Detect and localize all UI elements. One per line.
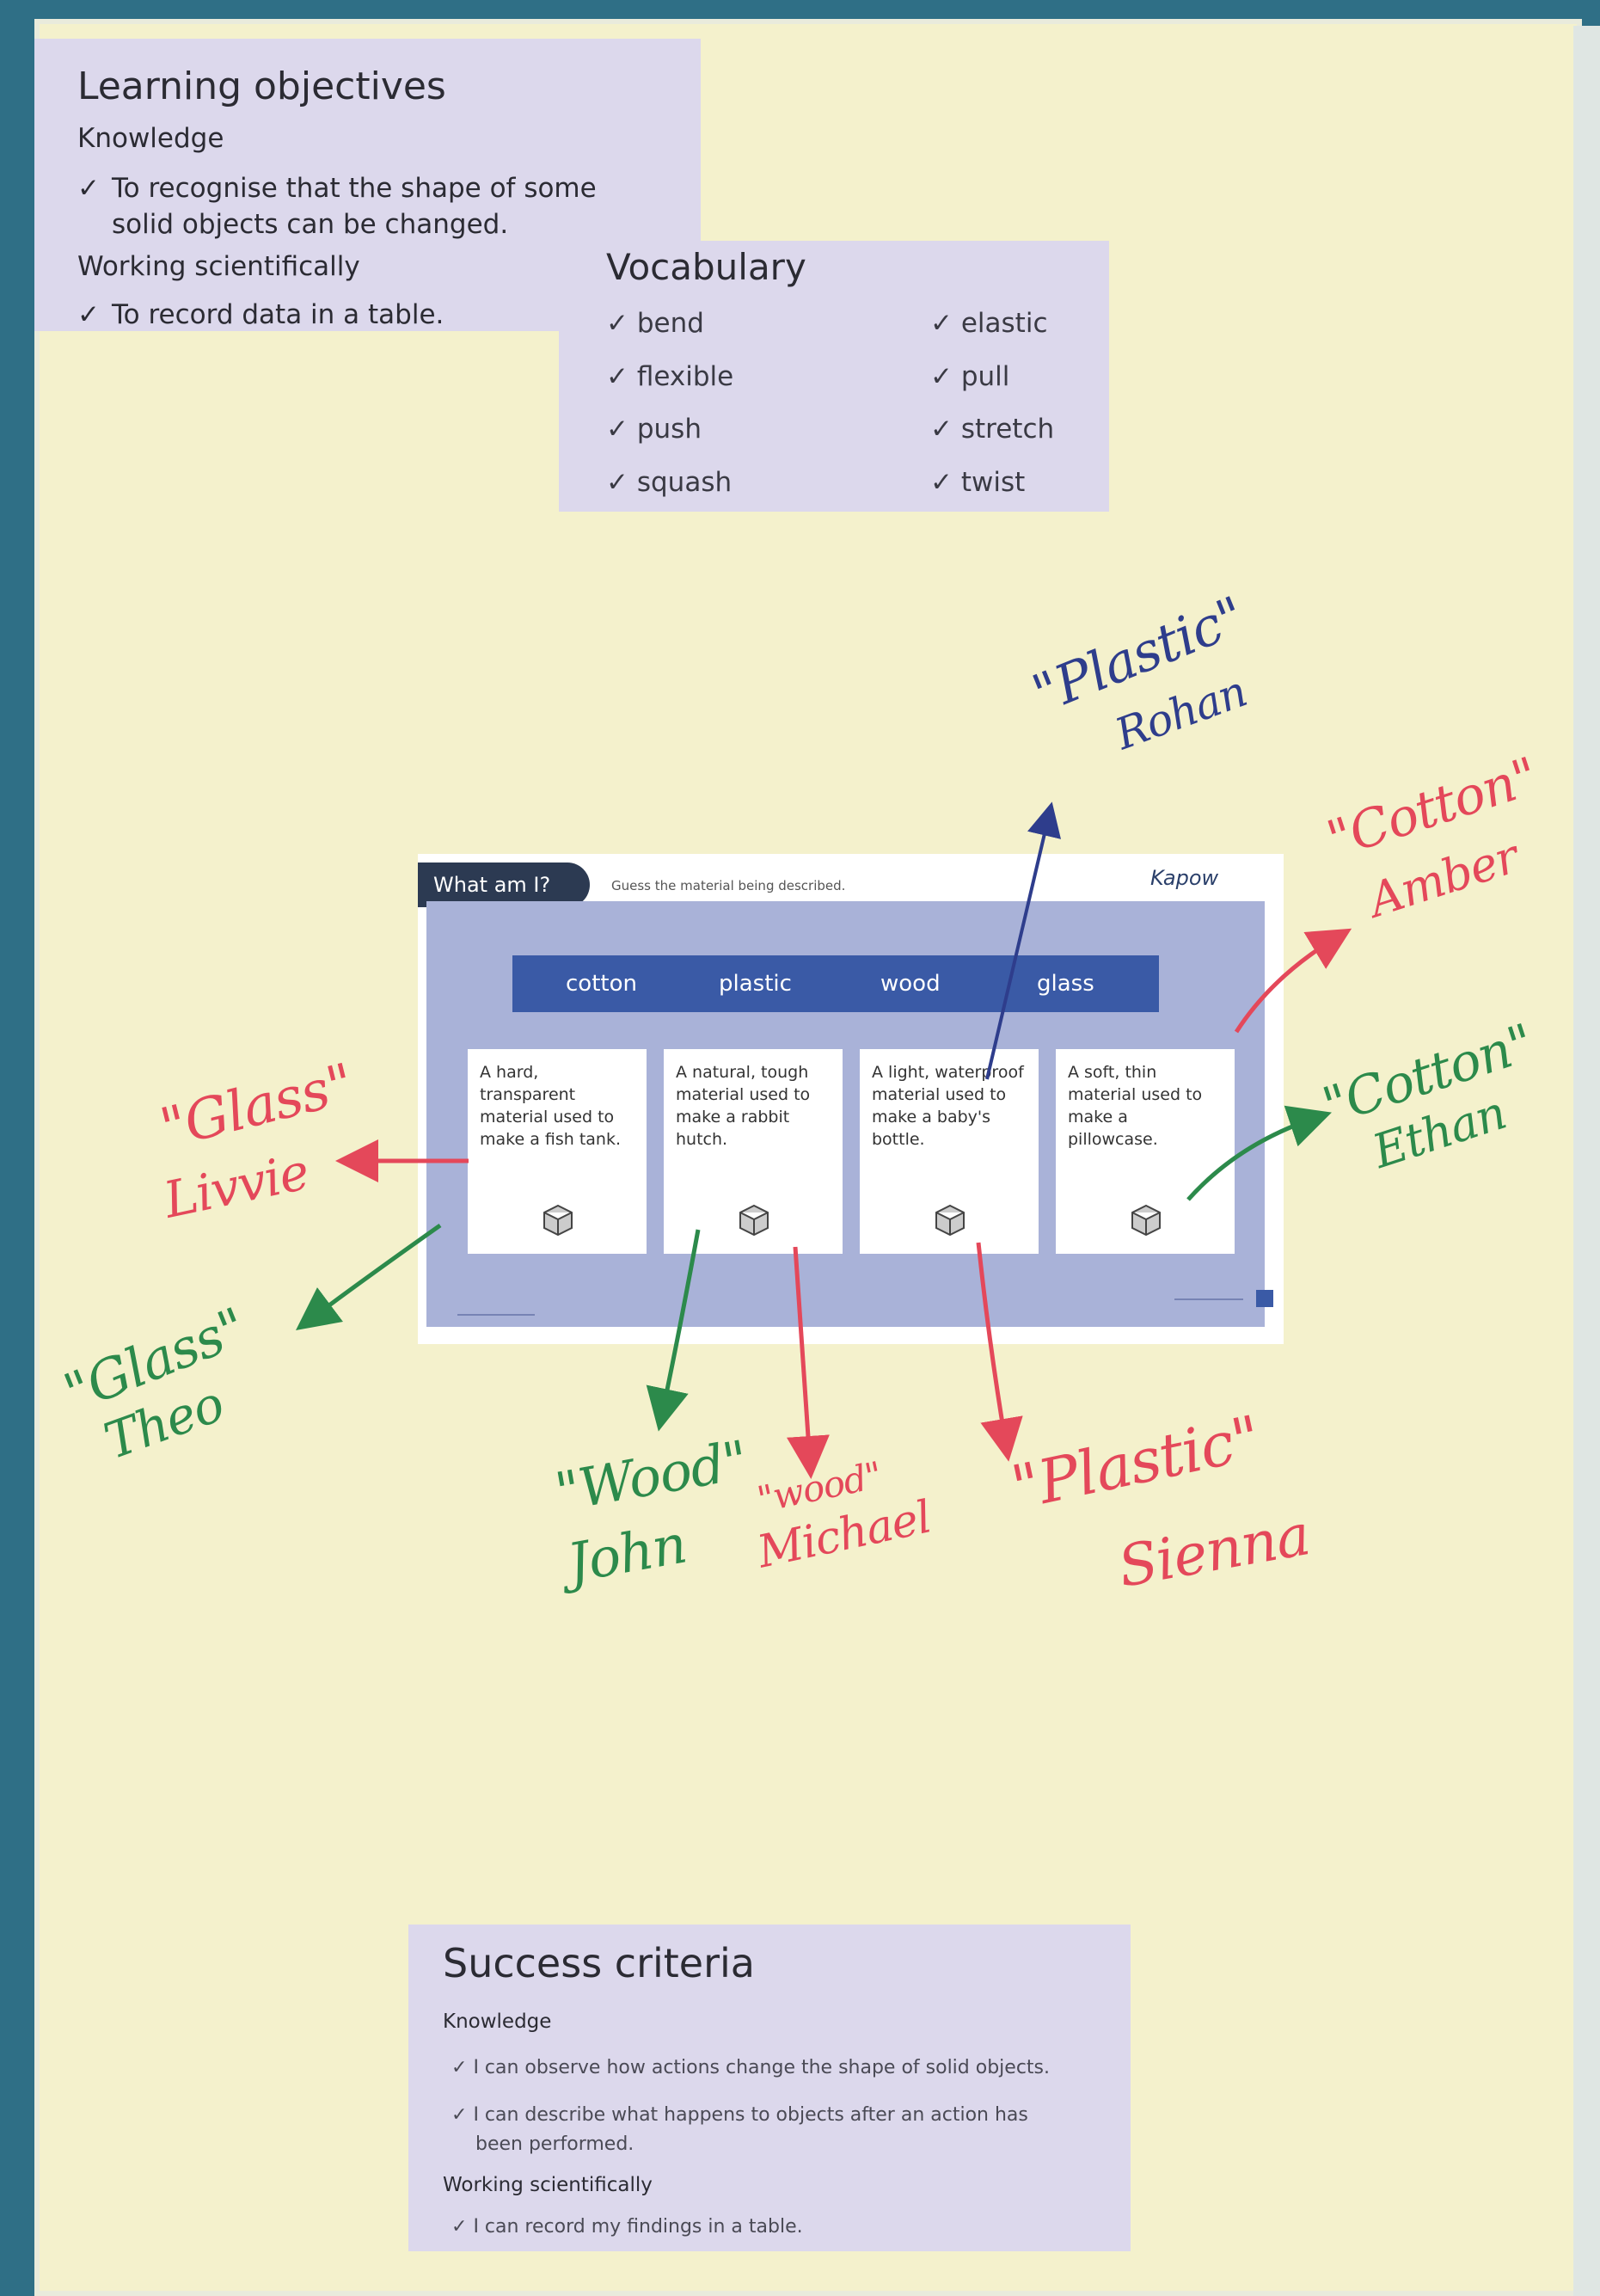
vocab-word: ✓ elastic — [930, 308, 1048, 339]
arrow-to-rohan — [985, 801, 1061, 1080]
check-icon: ✓ — [77, 173, 100, 204]
check-icon: ✓ — [606, 467, 637, 498]
vocab-word: ✓ squash — [606, 467, 733, 498]
folder-edge — [1573, 26, 1600, 2296]
material-cotton: cotton — [566, 971, 637, 997]
arrow-to-john — [646, 1229, 701, 1432]
check-icon: ✓ — [930, 308, 961, 339]
check-icon: ✓ — [77, 299, 100, 330]
working-scientifically-label: Working scientifically — [77, 251, 360, 282]
check-icon: ✓ — [606, 308, 637, 339]
arrow-to-sienna — [976, 1242, 1023, 1462]
vocabulary-box: Vocabulary ✓ bend ✓ flexible ✓ push ✓ sq… — [559, 241, 1109, 512]
slide-footer-line — [1174, 1298, 1243, 1300]
check-icon: ✓ — [606, 414, 637, 445]
slide-footer-mark — [1256, 1290, 1273, 1307]
check-icon: ✓ — [930, 414, 961, 445]
material-glass: glass — [1037, 971, 1094, 997]
vocabulary-title: Vocabulary — [606, 246, 806, 288]
vocab-word: ✓ twist — [930, 467, 1026, 498]
working-scientifically-label: Working scientifically — [443, 2174, 653, 2196]
what-am-i-slide: What am I? Guess the material being desc… — [418, 854, 1284, 1344]
arrow-to-michael — [787, 1246, 830, 1479]
knowledge-label: Knowledge — [443, 2011, 552, 2033]
vocab-word: ✓ bend — [606, 308, 704, 339]
knowledge-objective: ✓To recognise that the shape of some sol… — [77, 170, 597, 242]
clue-card-4: A soft, thin material used to make a pil… — [1056, 1049, 1235, 1254]
slide-footer-line — [457, 1314, 535, 1316]
cube-icon — [739, 1204, 769, 1237]
arrow-to-ethan — [1186, 1105, 1332, 1201]
clue-card-1: A hard, transparent material used to mak… — [468, 1049, 647, 1254]
learning-objectives-title: Learning objectives — [77, 64, 446, 108]
success-criteria-box: Success criteria Knowledge ✓ I can obser… — [408, 1925, 1131, 2251]
clue-card-3: A light, waterproof material used to mak… — [860, 1049, 1039, 1254]
vocab-word: ✓ pull — [930, 361, 1010, 392]
working-scientifically-objective: ✓To record data in a table. — [77, 297, 444, 333]
check-icon: ✓ — [930, 361, 961, 392]
arrow-to-amber — [1234, 928, 1352, 1034]
check-icon: ✓ — [451, 2057, 474, 2078]
cube-icon — [1131, 1204, 1161, 1237]
kapow-logo: Kapow — [1150, 866, 1219, 890]
knowledge-label: Knowledge — [77, 123, 224, 154]
success-criterion: ✓ I can describe what happens to objects… — [451, 2104, 1028, 2155]
slide-subtitle: Guess the material being described. — [611, 878, 846, 893]
material-wood: wood — [880, 971, 941, 997]
materials-bar: cotton plastic wood glass — [512, 955, 1159, 1012]
check-icon: ✓ — [451, 2104, 474, 2126]
slide-badge: What am I? — [418, 863, 590, 907]
cube-icon — [543, 1204, 573, 1237]
success-criterion: ✓ I can record my findings in a table. — [451, 2216, 803, 2238]
cube-icon — [935, 1204, 965, 1237]
vocab-word: ✓ flexible — [606, 361, 734, 392]
success-criteria-title: Success criteria — [443, 1940, 755, 1986]
check-icon: ✓ — [930, 467, 961, 498]
clue-card-2: A natural, tough material used to make a… — [664, 1049, 843, 1254]
vocab-word: ✓ stretch — [930, 414, 1055, 445]
material-plastic: plastic — [719, 971, 792, 997]
check-icon: ✓ — [451, 2216, 474, 2238]
success-criterion: ✓ I can observe how actions change the s… — [451, 2057, 1050, 2078]
vocab-word: ✓ push — [606, 414, 702, 445]
check-icon: ✓ — [606, 361, 637, 392]
arrow-to-theo — [295, 1223, 442, 1330]
